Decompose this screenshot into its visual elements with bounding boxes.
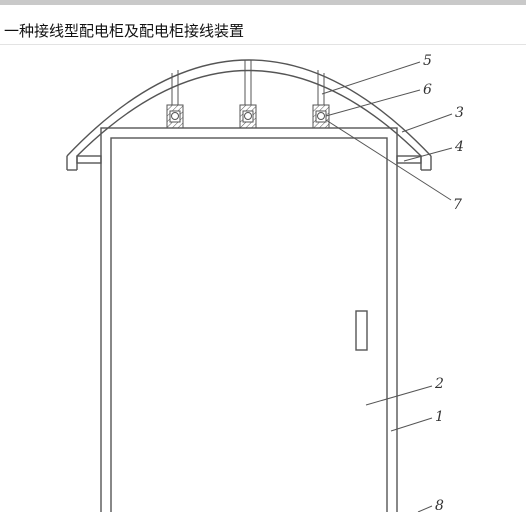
- title-divider: [0, 44, 526, 45]
- top-bar: [0, 0, 526, 5]
- label-8: 8: [435, 498, 444, 512]
- door-handle: [355, 310, 368, 351]
- support-rods: [171, 60, 325, 105]
- terminal-blocks: [166, 104, 330, 129]
- cabinet-drawing: 5 6 3 4 7 2 1 8: [66, 53, 464, 512]
- label-3: 3: [455, 105, 464, 121]
- label-7: 7: [453, 197, 462, 213]
- cabinet-door: [110, 137, 388, 512]
- patent-figure: 5 6 3 4 7 2 1 8: [0, 45, 526, 512]
- label-1: 1: [435, 409, 444, 425]
- side-bracket: [76, 155, 422, 164]
- label-6: 6: [423, 82, 432, 98]
- leader-lines: [321, 61, 453, 512]
- label-2: 2: [434, 376, 444, 392]
- label-5: 5: [423, 53, 432, 69]
- label-4: 4: [454, 139, 464, 155]
- wiring-rings: [171, 112, 325, 120]
- cabinet-body: [100, 127, 398, 512]
- page-title: 一种接线型配电柜及配电柜接线装置: [4, 22, 245, 40]
